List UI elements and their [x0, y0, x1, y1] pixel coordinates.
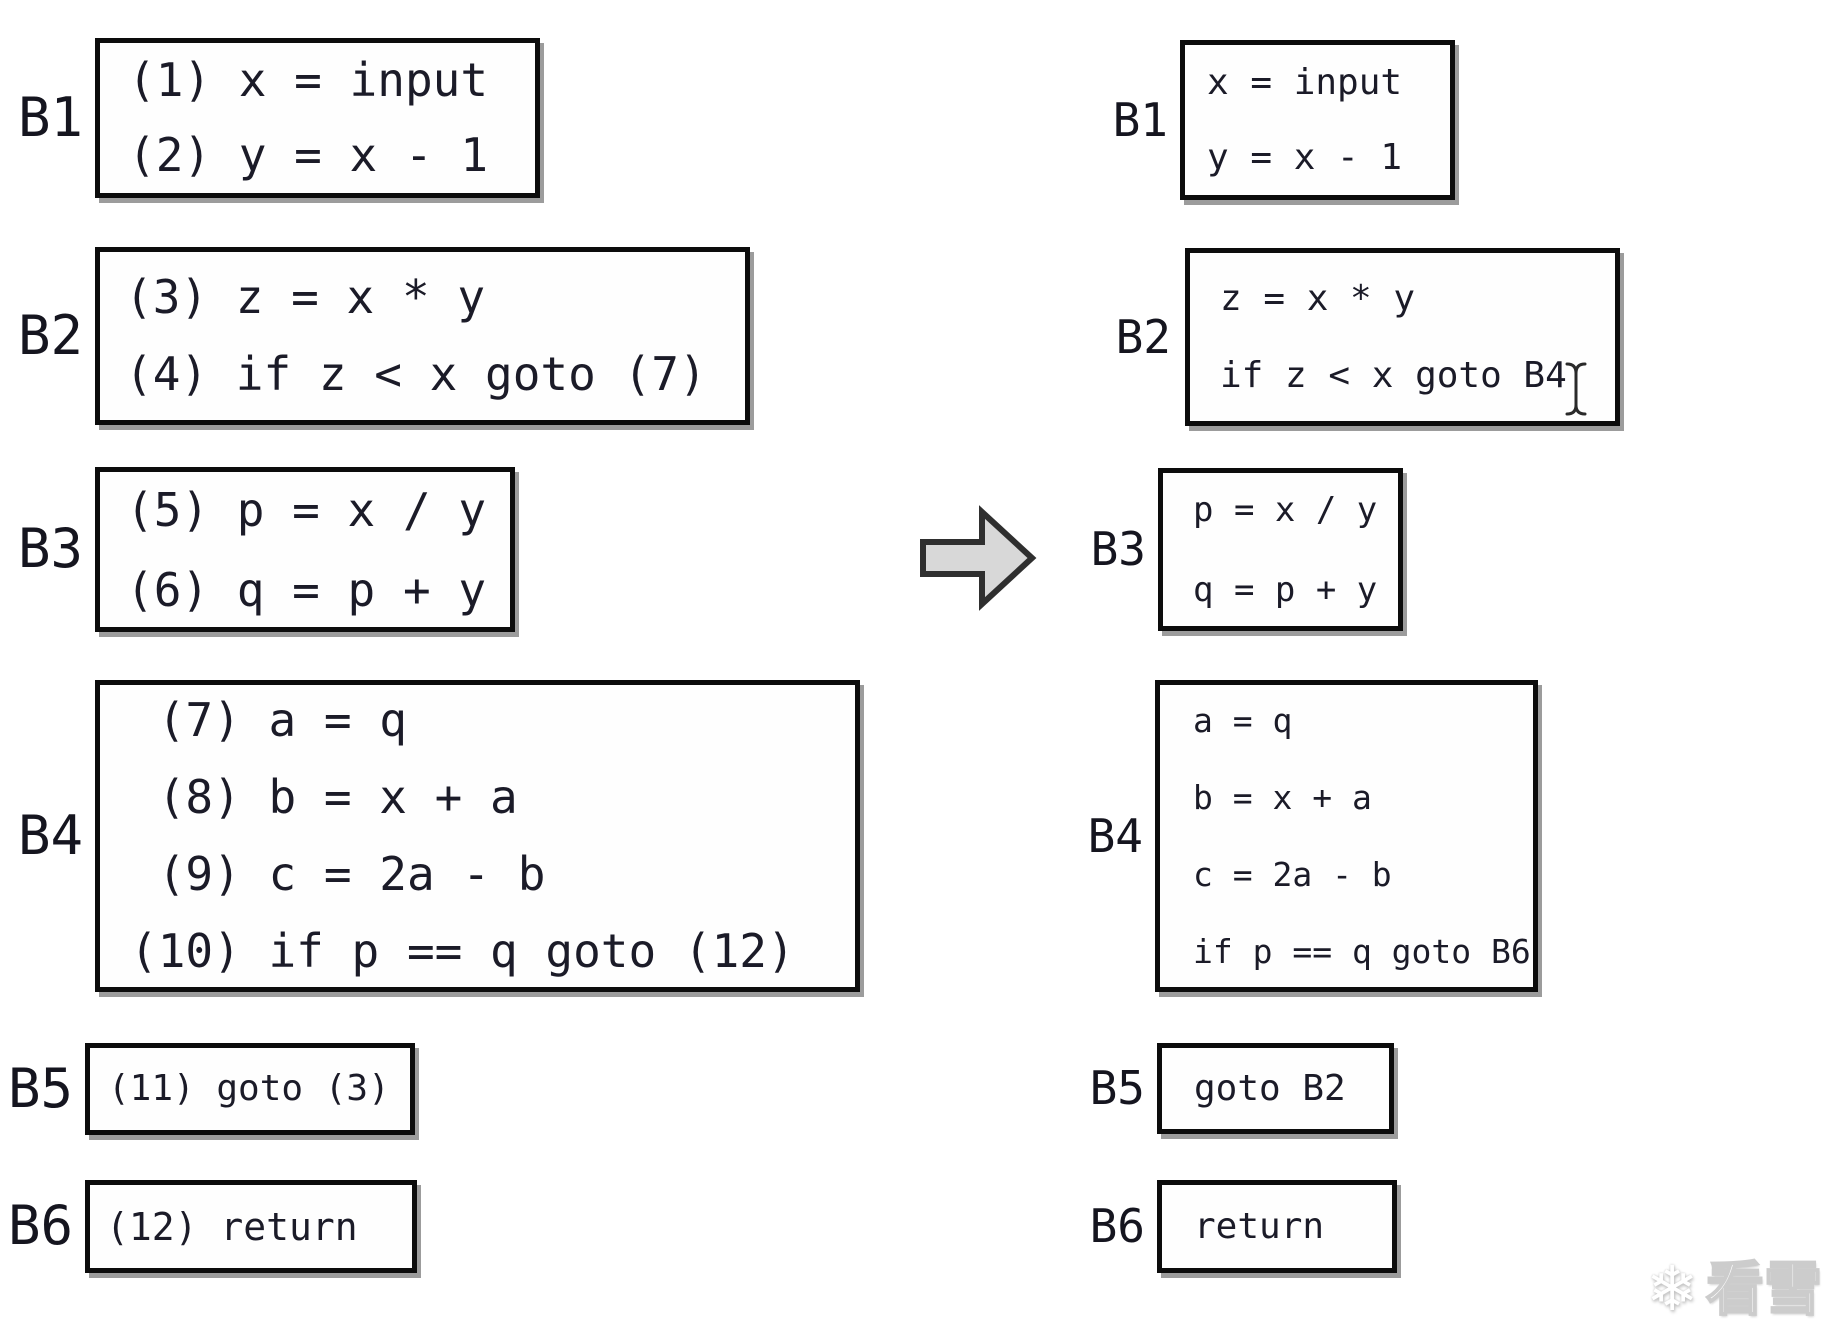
code-line: (10) if p == q goto (12) — [130, 924, 795, 978]
code-line: y = x - 1 — [1207, 137, 1403, 178]
code-line: (9) c = 2a - b — [130, 847, 546, 901]
block-label-b6-right: B6 — [1089, 1199, 1145, 1253]
code-line: return — [1194, 1205, 1325, 1247]
code-line: z = x * y — [1220, 278, 1416, 319]
code-line: (8) b = x + a — [130, 770, 518, 824]
code-line: (12) return — [106, 1204, 358, 1249]
code-line: (1) x = input — [128, 53, 489, 107]
kanxue-watermark: ❄ 看雪 — [1646, 1252, 1823, 1325]
block-label-b1-left: B1 — [17, 86, 83, 149]
basic-block-b3-left: (5) p = x / y (6) q = p + y — [95, 467, 515, 632]
basic-block-b5-right: goto B2 — [1157, 1043, 1394, 1134]
code-line: (2) y = x - 1 — [128, 128, 489, 182]
block-label-b6-left: B6 — [7, 1194, 73, 1257]
code-line: (5) p = x / y — [126, 482, 487, 537]
code-line: (6) q = p + y — [126, 562, 487, 617]
block-label-b4-right: B4 — [1087, 809, 1143, 863]
block-label-b5-right: B5 — [1089, 1061, 1145, 1115]
block-label-b2-right: B2 — [1115, 310, 1171, 364]
code-line: goto B2 — [1194, 1067, 1346, 1109]
basic-block-b5-left: (11) goto (3) — [85, 1043, 415, 1135]
block-label-b3-left: B3 — [17, 517, 83, 580]
code-line: (11) goto (3) — [108, 1068, 390, 1109]
code-line: c = 2a - b — [1193, 855, 1392, 894]
code-line: p = x / y — [1193, 489, 1378, 530]
code-line: if z < x goto B4 — [1220, 355, 1567, 396]
code-line: b = x + a — [1193, 778, 1372, 817]
code-line: q = p + y — [1193, 569, 1378, 610]
code-line: x = input — [1207, 62, 1403, 103]
watermark-text: 看雪 — [1705, 1254, 1823, 1324]
code-line: a = q — [1193, 701, 1293, 740]
block-label-b3-right: B3 — [1090, 522, 1146, 576]
code-line: (3) z = x * y — [125, 270, 486, 324]
basic-block-b4-left: (7) a = q (8) b = x + a (9) c = 2a - b (… — [95, 680, 860, 992]
basic-block-b6-left: (12) return — [85, 1180, 417, 1273]
basic-block-b4-right: a = q b = x + a c = 2a - b if p == q got… — [1155, 680, 1538, 992]
right-block-arrow-icon — [920, 505, 1037, 611]
block-label-b4-left: B4 — [17, 804, 83, 867]
code-line: (4) if z < x goto (7) — [125, 347, 707, 401]
block-label-b2-left: B2 — [17, 304, 83, 367]
code-line: if p == q goto B6 — [1193, 932, 1531, 971]
basic-block-b2-left: (3) z = x * y (4) if z < x goto (7) — [95, 247, 750, 425]
block-label-b1-right: B1 — [1112, 93, 1168, 147]
snowflake-icon: ❄ — [1646, 1252, 1698, 1325]
basic-block-b3-right: p = x / y q = p + y — [1158, 468, 1403, 631]
code-line: (7) a = q — [130, 693, 407, 747]
basic-block-b1-left: (1) x = input (2) y = x - 1 — [95, 38, 540, 198]
block-label-b5-left: B5 — [7, 1057, 73, 1120]
transform-arrow — [918, 504, 1038, 612]
basic-block-b1-right: x = input y = x - 1 — [1180, 40, 1455, 200]
basic-block-b2-right: z = x * y if z < x goto B4 — [1185, 248, 1620, 426]
basic-block-b6-right: return — [1157, 1180, 1397, 1273]
text-ibeam-cursor-icon — [1563, 361, 1589, 417]
